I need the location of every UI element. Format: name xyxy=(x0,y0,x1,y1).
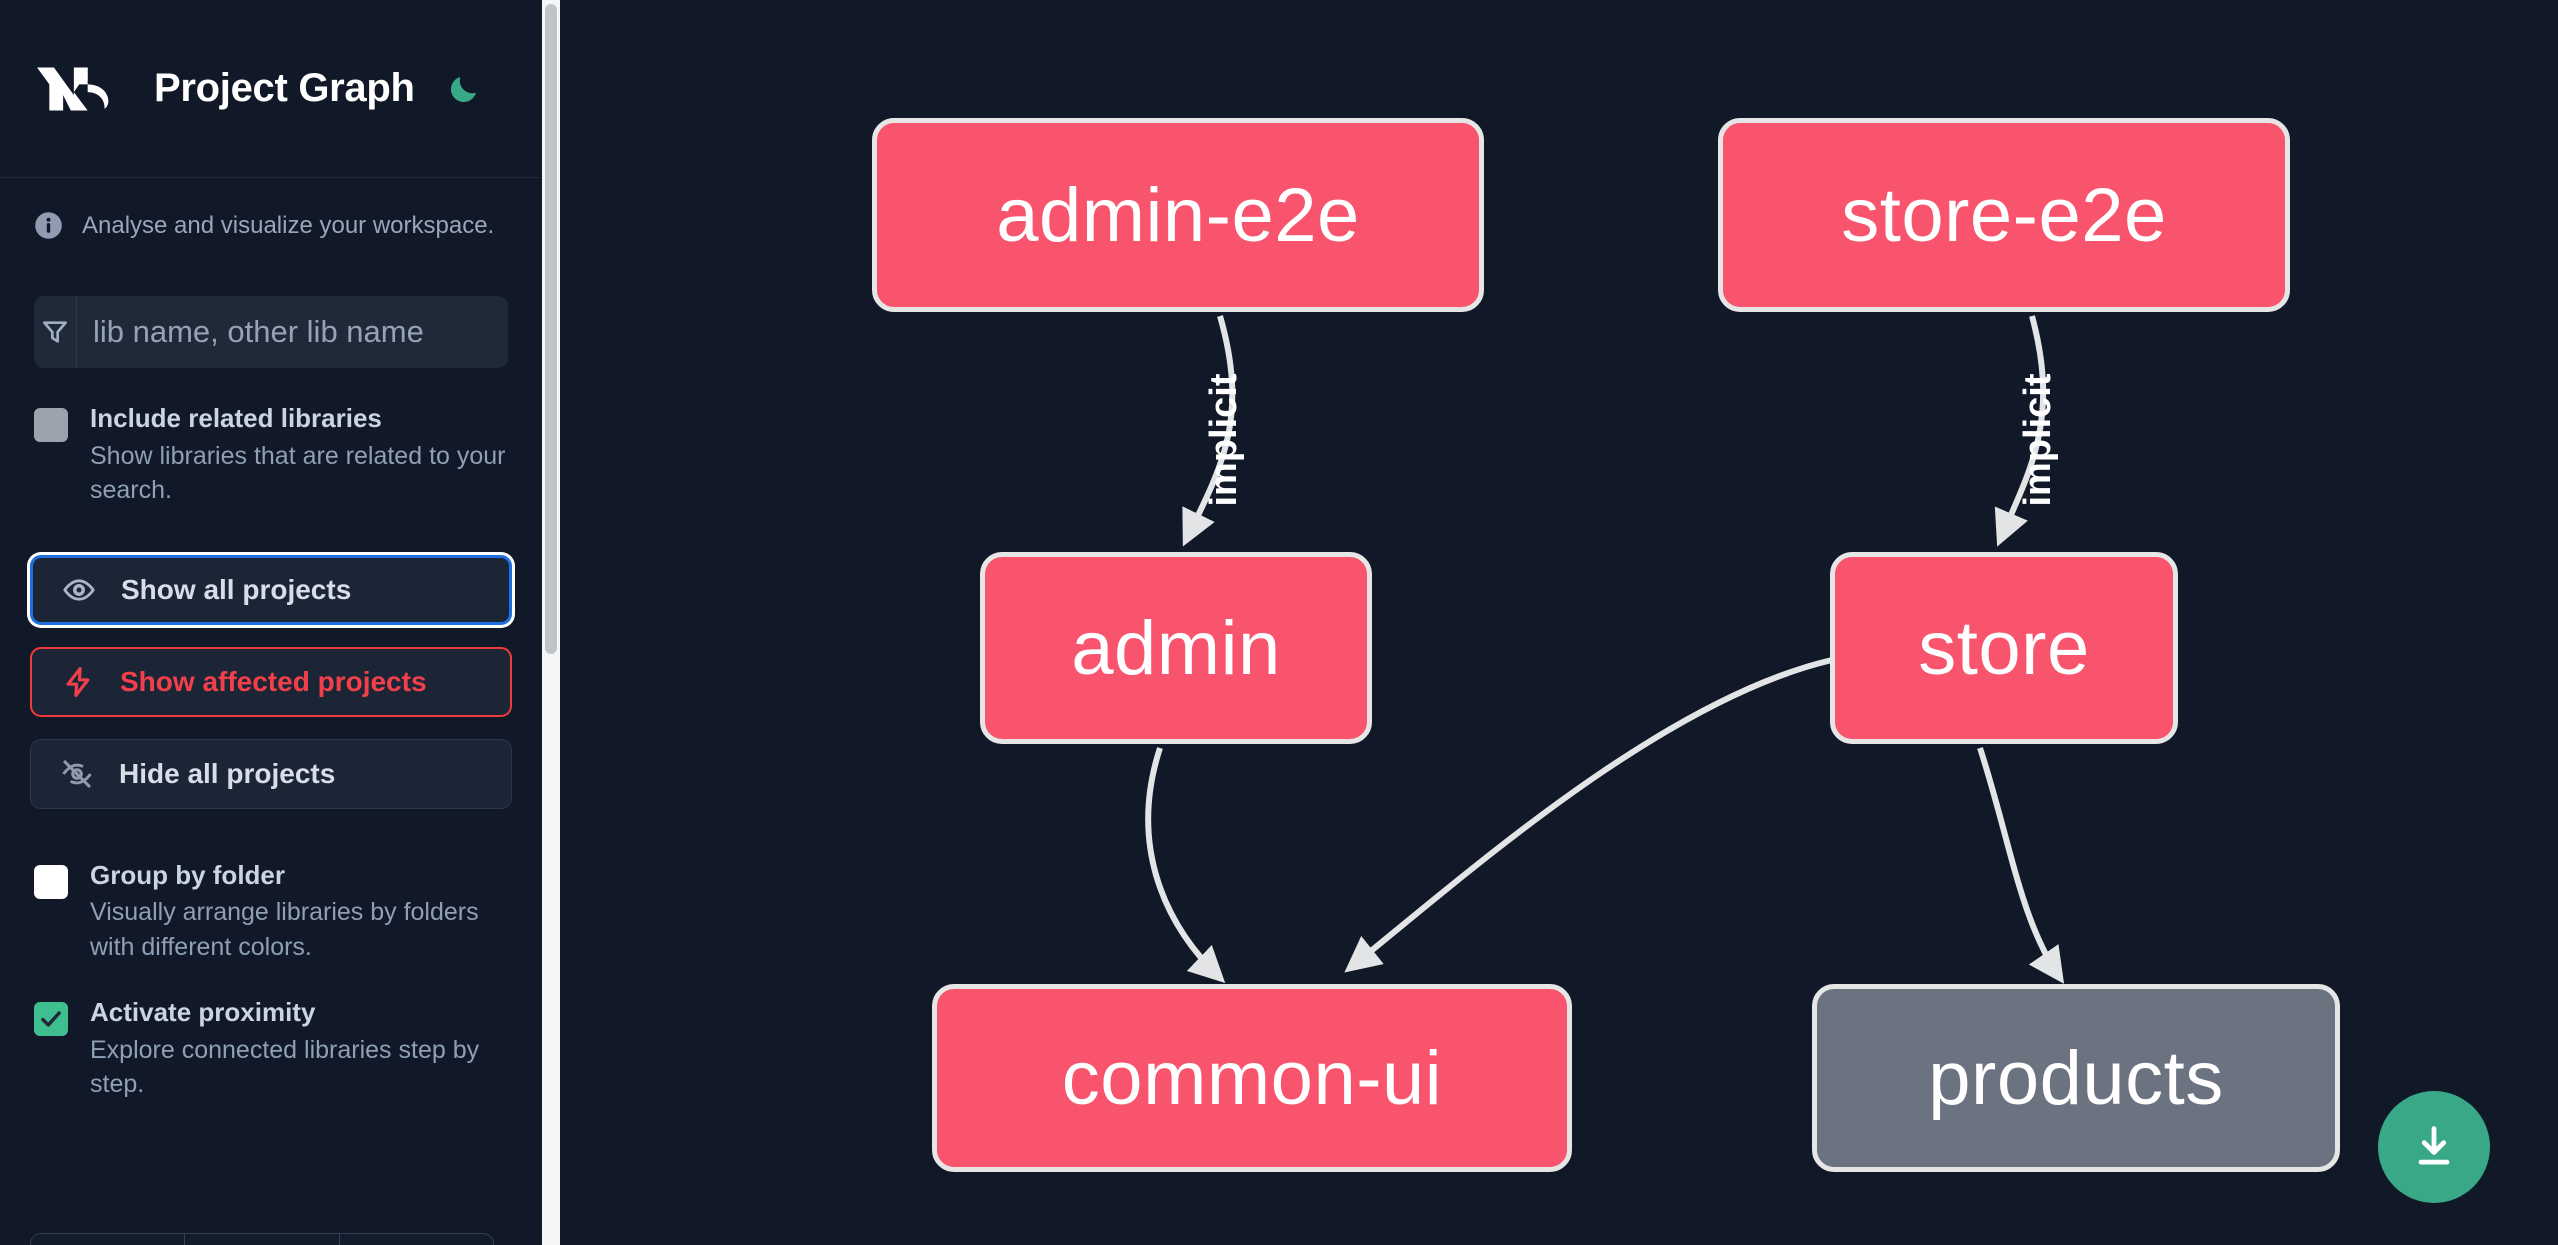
button-label: Hide all projects xyxy=(119,757,336,789)
edge-store-to-products xyxy=(1977,747,2065,984)
search-input[interactable] xyxy=(77,296,508,369)
graph-node-common-ui[interactable]: common-ui xyxy=(932,984,1572,1172)
sidebar-tagline: Analyse and visualize your workspace. xyxy=(0,178,542,241)
graph-node-label: store xyxy=(1918,605,2090,691)
checkbox-label: Group by folder xyxy=(90,859,285,890)
segmented-control xyxy=(30,1233,494,1245)
search-bar xyxy=(34,296,508,369)
show-all-projects-button[interactable]: Show all projects xyxy=(30,554,512,625)
segment-2[interactable] xyxy=(185,1234,340,1245)
download-image-button[interactable] xyxy=(2378,1091,2490,1203)
graph-canvas[interactable]: implicit implicit admin-e2e store-e2e admi… xyxy=(560,0,2558,1245)
graph-node-admin-e2e[interactable]: admin-e2e xyxy=(872,118,1484,312)
sidebar: Project Graph Analyse and visualize your… xyxy=(0,0,560,1245)
graph-node-label: admin xyxy=(1071,605,1281,691)
button-label: Show all projects xyxy=(121,573,352,605)
project-visibility-buttons: Show all projects Show affected projects xyxy=(30,554,512,809)
button-label: Show affected projects xyxy=(120,665,427,697)
checkbox-description: Visually arrange libraries by folders wi… xyxy=(90,898,479,961)
show-affected-projects-button[interactable]: Show affected projects xyxy=(30,646,512,717)
checkbox-box[interactable] xyxy=(34,1002,68,1037)
checkbox-description: Show libraries that are related to your … xyxy=(90,441,506,505)
graph-node-label: products xyxy=(1928,1035,2224,1121)
checkbox-include-related-libraries[interactable]: Include related libraries Show libraries… xyxy=(0,368,542,508)
edge-admin-to-common-ui xyxy=(1145,747,1226,984)
eye-off-icon xyxy=(59,756,95,792)
graph-node-store[interactable]: store xyxy=(1830,552,2178,744)
checkbox-group-by-folder[interactable]: Group by folder Visually arrange librari… xyxy=(0,809,542,965)
eye-icon xyxy=(61,572,97,608)
filter-icon[interactable] xyxy=(34,296,77,369)
sidebar-scrollbar-thumb[interactable] xyxy=(545,4,557,654)
checkbox-box[interactable] xyxy=(34,864,68,899)
graph-node-label: common-ui xyxy=(1061,1035,1443,1121)
edge-store-e2e-to-store xyxy=(1994,315,2047,547)
page-title: Project Graph xyxy=(154,66,415,110)
checkbox-description: Explore connected libraries step by step… xyxy=(90,1035,480,1099)
graph-node-label: store-e2e xyxy=(1841,172,2167,258)
graph-node-admin[interactable]: admin xyxy=(980,552,1372,744)
moon-icon[interactable] xyxy=(441,66,487,112)
hide-all-projects-button[interactable]: Hide all projects xyxy=(30,738,512,809)
checkbox-activate-proximity[interactable]: Activate proximity Explore connected lib… xyxy=(0,964,542,1102)
segment-1[interactable] xyxy=(31,1234,186,1245)
edge-store-to-common-ui xyxy=(1344,657,1833,973)
segment-3[interactable] xyxy=(339,1234,493,1245)
edge-admin-e2e-to-admin xyxy=(1182,315,1236,547)
sidebar-scrollbar[interactable] xyxy=(542,0,560,1245)
sidebar-tagline-text: Analyse and visualize your workspace. xyxy=(82,212,495,239)
edge-label-implicit-store: implicit xyxy=(2017,373,2059,506)
lightning-bolt-icon xyxy=(60,664,96,700)
graph-node-store-e2e[interactable]: store-e2e xyxy=(1718,118,2290,312)
graph-edges: implicit implicit xyxy=(1145,315,2065,984)
checkbox-label: Include related libraries xyxy=(90,403,382,434)
nx-logo xyxy=(34,61,126,117)
edge-label-implicit-admin: implicit xyxy=(1203,373,1245,506)
graph-node-label: admin-e2e xyxy=(996,172,1360,258)
checkbox-box[interactable] xyxy=(34,408,68,443)
info-icon xyxy=(34,211,63,240)
graph-node-products[interactable]: products xyxy=(1812,984,2340,1172)
sidebar-header: Project Graph xyxy=(0,0,542,178)
checkbox-label: Activate proximity xyxy=(90,997,316,1028)
download-icon xyxy=(2418,1126,2450,1165)
